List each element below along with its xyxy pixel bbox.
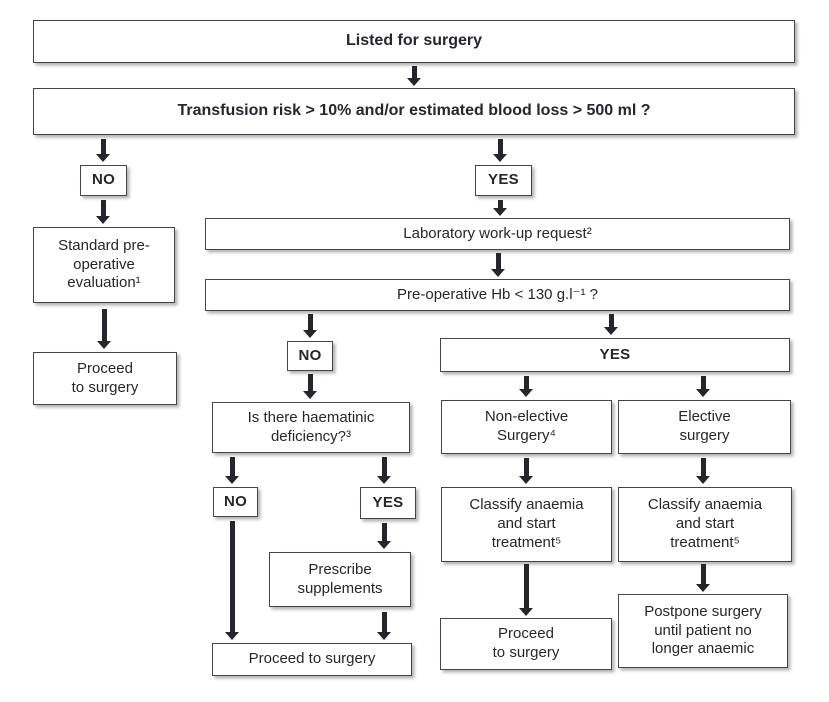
node-haematinic-deficiency-label: Is there haematinic deficiency?³	[247, 408, 375, 445]
badge-yes-haematinic-label: YES	[372, 493, 404, 511]
node-proceed-to-surgery-right-label: Proceed to surgery	[492, 625, 560, 661]
node-proceed-to-surgery-mid: Proceed to surgery	[212, 643, 412, 676]
node-haematinic-deficiency-question: Is there haematinic deficiency?³	[212, 402, 410, 453]
node-nonelective-surgery: Non-elective Surgery⁴	[441, 400, 612, 454]
badge-no-hb-label: NO	[298, 346, 322, 364]
nonelective-to-classify-arrow	[519, 458, 533, 484]
no-to-haematinic-arrow	[303, 374, 317, 399]
node-preoperative-hb-question: Pre-operative Hb < 130 g.l⁻¹ ?	[205, 279, 790, 311]
node-laboratory-workup-request: Laboratory work-up request²	[205, 218, 790, 250]
yes-to-nonelective-arrow	[519, 376, 533, 397]
badge-yes-hb-wide: YES	[440, 338, 790, 372]
node-preoperative-hb-label: Pre-operative Hb < 130 g.l⁻¹ ?	[397, 285, 598, 303]
classify-to-proceed-right-arrow	[519, 564, 533, 616]
node-laboratory-workup-label: Laboratory work-up request²	[403, 224, 592, 242]
haematinic-to-yes-arrow	[377, 457, 391, 484]
node-proceed-to-surgery-mid-label: Proceed to surgery	[248, 650, 376, 668]
lab-to-hb-arrow	[491, 253, 505, 277]
node-transfusion-risk-label: Transfusion risk > 10% and/or estimated …	[177, 102, 651, 120]
badge-yes-label: YES	[488, 171, 519, 189]
node-elective-surgery-label: Elective surgery	[678, 408, 731, 444]
node-proceed-to-surgery-right: Proceed to surgery	[440, 618, 612, 670]
badge-yes-haematinic: YES	[360, 487, 416, 519]
badge-no-haematinic-label: NO	[223, 492, 248, 510]
badge-yes-hb-label: YES	[599, 345, 631, 363]
classify-to-postpone-arrow	[696, 564, 710, 592]
node-listed-for-surgery: Listed for surgery	[33, 20, 795, 63]
node-prescribe-supplements: Prescribe supplements	[269, 552, 411, 607]
risk-to-yes-arrow	[493, 139, 507, 162]
node-standard-preoperative-evaluation: Standard pre- operative evaluation¹	[33, 227, 175, 303]
no-to-proceed-mid-arrow	[225, 521, 239, 640]
node-classify-anaemia-right: Classify anaemia and start treatment⁵	[618, 487, 792, 562]
node-proceed-to-surgery-left: Proceed to surgery	[33, 352, 177, 405]
badge-no-hb: NO	[287, 341, 333, 371]
prescribe-to-proceed-mid-arrow	[377, 612, 391, 640]
node-classify-anaemia-right-label: Classify anaemia and start treatment⁵	[647, 496, 763, 551]
node-proceed-to-surgery-left-label: Proceed to surgery	[71, 359, 139, 396]
node-listed-for-surgery-label: Listed for surgery	[345, 32, 483, 50]
badge-no-label: NO	[91, 171, 116, 189]
node-nonelective-surgery-label: Non-elective Surgery⁴	[484, 408, 569, 444]
node-transfusion-risk-question: Transfusion risk > 10% and/or estimated …	[33, 88, 795, 135]
node-postpone-surgery: Postpone surgery until patient no longer…	[618, 594, 788, 668]
node-postpone-surgery-label: Postpone surgery until patient no longer…	[644, 602, 762, 658]
hb-to-yes-arrow	[604, 314, 618, 335]
node-classify-anaemia-left-label: Classify anaemia and start treatment⁵	[469, 496, 584, 551]
badge-no-transfusion-risk: NO	[80, 165, 127, 196]
yes-to-elective-arrow	[696, 376, 710, 397]
node-classify-anaemia-left: Classify anaemia and start treatment⁵	[441, 487, 612, 562]
node-prescribe-supplements-label: Prescribe supplements	[297, 560, 383, 597]
yes-to-lab-arrow	[493, 200, 507, 216]
standard-preop-to-proceed-arrow	[97, 309, 111, 349]
no-to-standard-preop-arrow	[96, 200, 110, 224]
listed-to-risk-arrow	[407, 66, 421, 86]
risk-to-no-arrow	[96, 139, 110, 162]
badge-no-haematinic: NO	[213, 487, 258, 517]
hb-to-no-arrow	[303, 314, 317, 338]
badge-yes-transfusion-risk: YES	[475, 165, 532, 196]
node-standard-preoperative-evaluation-label: Standard pre- operative evaluation¹	[58, 236, 150, 292]
yes-to-prescribe-arrow	[377, 523, 391, 549]
haematinic-to-no-arrow	[225, 457, 239, 484]
node-elective-surgery: Elective surgery	[618, 400, 791, 454]
elective-to-classify-arrow	[696, 458, 710, 484]
